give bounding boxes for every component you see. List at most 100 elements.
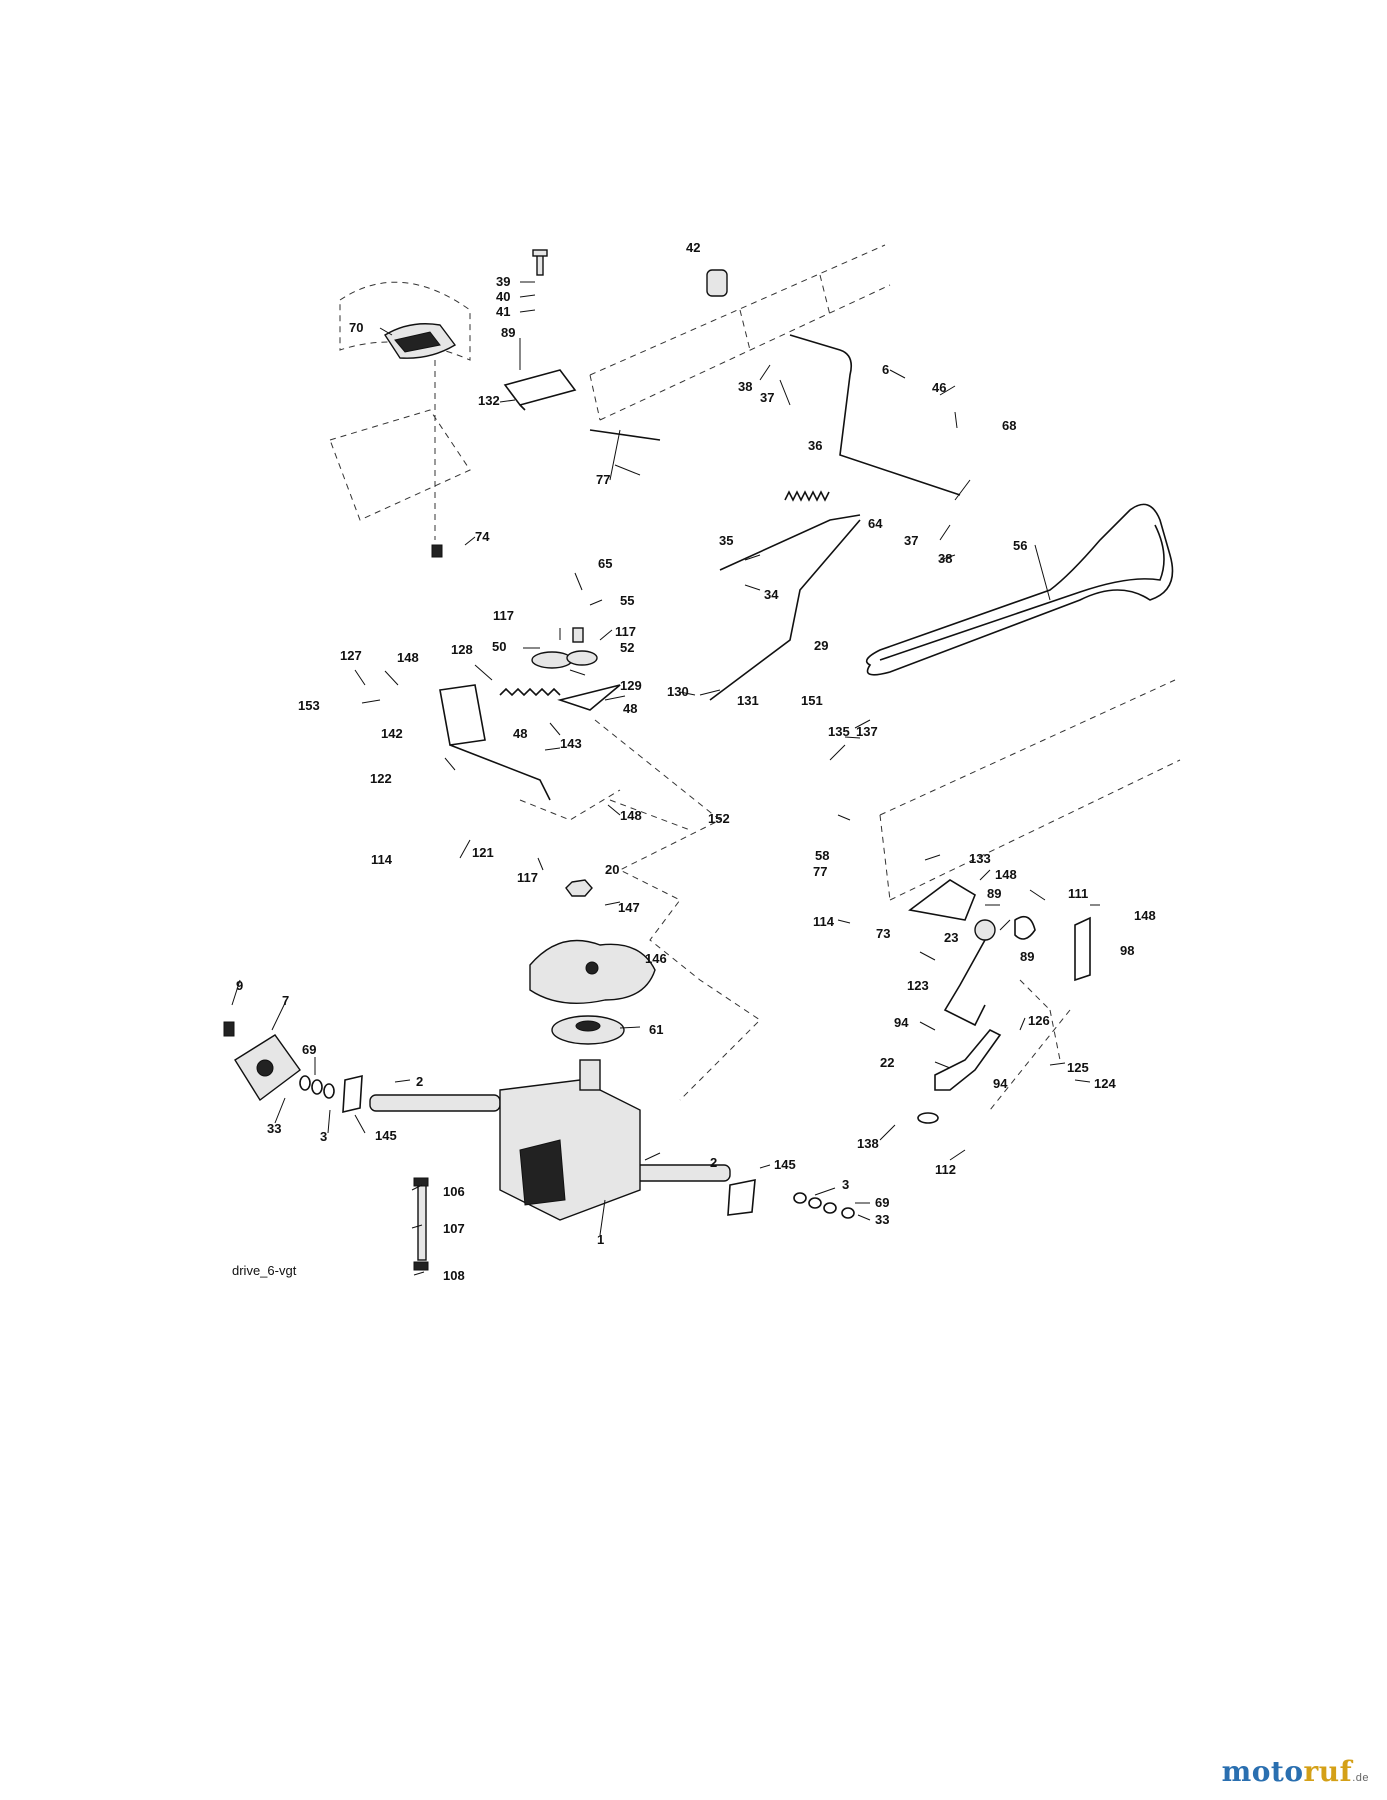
washers-left xyxy=(299,1074,363,1114)
callout-label: 3 xyxy=(320,1129,327,1144)
callout-label: 153 xyxy=(298,698,320,713)
callout-label: 133 xyxy=(969,851,991,866)
callout-label: 68 xyxy=(1002,418,1016,433)
callout-label: 89 xyxy=(1020,949,1034,964)
watermark-logo: motoruf.de xyxy=(1221,1755,1369,1788)
callout-label: 94 xyxy=(894,1015,909,1030)
callout-label: 20 xyxy=(605,862,619,877)
hub-7 xyxy=(223,1021,301,1102)
callout-label: 117 xyxy=(493,608,514,623)
callout-label: 128 xyxy=(451,642,473,657)
callout-label: 40 xyxy=(496,289,510,304)
callout-label: 148 xyxy=(995,867,1017,882)
callout-label: 114 xyxy=(371,852,393,867)
callout-label: 125 xyxy=(1067,1060,1089,1075)
callout-label: 55 xyxy=(620,593,634,608)
callout-label: 58 xyxy=(815,848,829,863)
callout-label: 64 xyxy=(868,516,883,531)
callout-label: 117 xyxy=(615,624,636,639)
callout-label: 77 xyxy=(596,472,610,487)
callout-label: 74 xyxy=(475,529,490,544)
cover-70 xyxy=(384,323,457,359)
callout-label: 89 xyxy=(501,325,515,340)
callout-label: 65 xyxy=(598,556,612,571)
bolt-39 xyxy=(532,249,548,276)
callout-label: 123 xyxy=(907,978,929,993)
callout-label: 35 xyxy=(719,533,733,548)
callout-label: 94 xyxy=(993,1076,1008,1091)
callout-label: 148 xyxy=(1134,908,1156,923)
callout-label: 142 xyxy=(381,726,403,741)
callout-label: 37 xyxy=(904,533,918,548)
callout-label: 77 xyxy=(813,864,827,879)
callout-label: 89 xyxy=(987,886,1001,901)
callout-label: 61 xyxy=(649,1022,663,1037)
callout-label: 34 xyxy=(764,587,779,602)
callout-label: 46 xyxy=(932,380,946,395)
nut-20 xyxy=(565,879,593,897)
callout-label: 121 xyxy=(472,845,494,860)
callout-label: 152 xyxy=(708,811,730,826)
callout-label: 2 xyxy=(710,1155,717,1170)
fan-146 xyxy=(529,939,656,1005)
callout-label: 143 xyxy=(560,736,582,751)
callout-label: 6 xyxy=(882,362,889,377)
callout-label: 111 xyxy=(1068,886,1088,901)
callout-label: 148 xyxy=(620,808,642,823)
callout-label: 38 xyxy=(738,379,752,394)
connector-lines xyxy=(434,360,1071,1111)
transmission-1 xyxy=(369,1059,731,1221)
callout-label: 3 xyxy=(842,1177,849,1192)
callout-label: 22 xyxy=(880,1055,894,1070)
bolt-74 xyxy=(431,544,443,558)
callout-label: 132 xyxy=(478,393,500,408)
callout-label: 117 xyxy=(517,870,538,885)
callout-label: 73 xyxy=(876,926,890,941)
callout-label: 48 xyxy=(513,726,527,741)
callout-label: 33 xyxy=(267,1121,281,1136)
callout-label: 70 xyxy=(349,320,363,335)
callout-label: 98 xyxy=(1120,943,1134,958)
callout-label: 129 xyxy=(620,678,642,693)
washers-right xyxy=(727,1179,855,1219)
callout-label: 114 xyxy=(813,914,835,929)
right-frame-rail xyxy=(879,679,1181,901)
idler-assembly xyxy=(499,627,621,711)
callout-label: 56 xyxy=(1013,538,1027,553)
callout-label: 138 xyxy=(857,1136,879,1151)
leader-lines xyxy=(231,281,1100,1276)
spring-36 xyxy=(784,490,830,502)
callouts: 39 40 41 42 70 89 132 77 38 37 6 46 68 3… xyxy=(236,240,1156,1283)
callout-label: 127 xyxy=(340,648,362,663)
shift-lever xyxy=(908,879,1091,1124)
callout-label: 42 xyxy=(686,240,700,255)
callout-label: 69 xyxy=(302,1042,316,1057)
callout-label: 23 xyxy=(944,930,958,945)
bracket-132 xyxy=(503,369,661,441)
bracket-142 xyxy=(439,684,551,801)
callout-label: 2 xyxy=(416,1074,423,1089)
drive-belt-56 xyxy=(865,503,1174,676)
callout-label: 52 xyxy=(620,640,634,655)
callout-label: 29 xyxy=(814,638,828,653)
callout-label: 145 xyxy=(375,1128,397,1143)
callout-label: 131 xyxy=(737,693,759,708)
callout-label: 69 xyxy=(875,1195,889,1210)
callout-label: 108 xyxy=(443,1268,465,1283)
callout-label: 145 xyxy=(774,1157,796,1172)
callout-label: 7 xyxy=(282,993,289,1008)
callout-label: 126 xyxy=(1028,1013,1050,1028)
callout-label: 41 xyxy=(496,304,510,319)
diagram-caption: drive_6-vgt xyxy=(232,1263,297,1278)
pedal-rod xyxy=(709,334,961,701)
bushing-42 xyxy=(706,269,728,297)
callout-label: 135 xyxy=(828,724,850,739)
callout-label: 151 xyxy=(801,693,823,708)
callout-label: 50 xyxy=(492,639,506,654)
callout-label: 1 xyxy=(597,1232,604,1247)
callout-label: 38 xyxy=(938,551,952,566)
callout-label: 148 xyxy=(397,650,419,665)
callout-label: 130 xyxy=(667,684,689,699)
callout-label: 39 xyxy=(496,274,510,289)
